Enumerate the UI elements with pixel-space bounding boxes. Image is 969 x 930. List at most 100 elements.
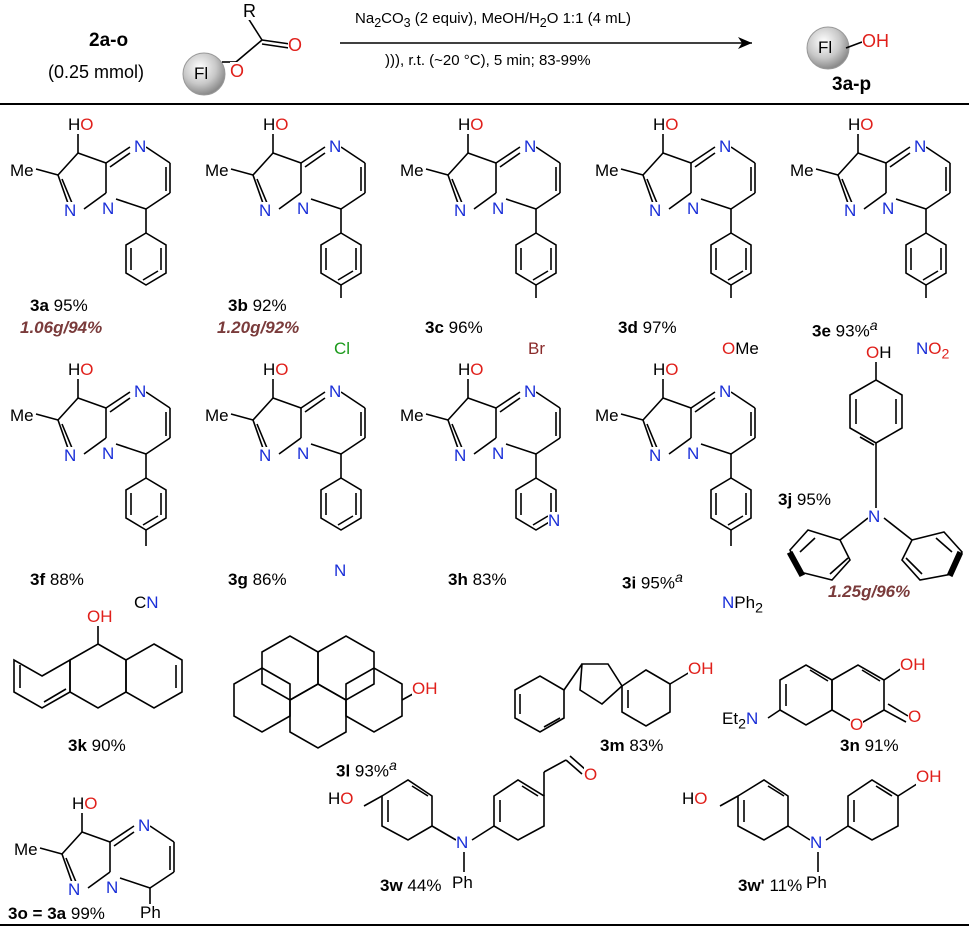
nitrogen-label: N	[329, 137, 342, 156]
hydroxyl-label: HO	[263, 115, 289, 134]
core-3k	[13, 620, 183, 709]
methyl-label: Me	[10, 406, 34, 425]
core-3w	[363, 755, 587, 872]
gram-scale-label: 1.25g/96%	[828, 582, 911, 601]
gram-scale-label: 1.06g/94%	[20, 318, 103, 337]
hydroxyl-label: OH	[866, 343, 892, 362]
conditions-line-1: Na2CO3 (2 equiv), MeOH/H2O 1:1 (4 mL)	[355, 10, 631, 30]
core-3c	[425, 126, 561, 298]
nitrogen-label: N	[456, 833, 469, 852]
core-3f	[35, 371, 171, 546]
nitrogen-label: N	[64, 201, 77, 220]
yield-label: 3e 93%a	[812, 318, 878, 341]
yield-label: 3a 95%	[30, 296, 88, 315]
yield-label: 3i 95%a	[622, 570, 683, 593]
phenyl-label: Ph	[140, 903, 161, 922]
carbonyl-oxygen-label: O	[908, 707, 922, 726]
reactant-amount: (0.25 mmol)	[48, 62, 145, 82]
product-code: 3a-p	[832, 74, 872, 95]
nitrogen-label: N	[844, 201, 857, 220]
core-3n	[767, 664, 909, 726]
hydroxyl-label: HO	[653, 360, 679, 379]
methyl-label: Me	[205, 406, 229, 425]
nitrogen-label: N	[868, 507, 881, 526]
methyl-label: Me	[10, 161, 34, 180]
diethylamino-label: Et2N	[722, 709, 759, 734]
bromine-label: Br	[528, 339, 545, 358]
yield-label: 3m 83%	[600, 736, 664, 755]
ester-carbonyl-oxygen: O	[288, 35, 303, 55]
nitrogen-label: N	[64, 446, 77, 465]
core-3d	[620, 126, 756, 298]
hydroxyl-label: OH	[916, 767, 942, 786]
nitrogen-label: N	[524, 382, 537, 401]
nitrogen-label: N	[687, 444, 700, 463]
fl-sphere-product	[806, 26, 850, 70]
hydroxyl-label: HO	[848, 115, 874, 134]
core-3m	[514, 663, 691, 733]
nitrogen-label: N	[68, 880, 81, 899]
methyl-label: Me	[595, 406, 619, 425]
ring-oxygen-label: O	[850, 715, 864, 734]
pyridine-nitrogen-label: N	[548, 511, 561, 530]
hydroxyl-label: OH	[412, 679, 438, 698]
hydroxyl-label: HO	[458, 115, 484, 134]
yield-label: 3k 90%	[68, 736, 126, 755]
nitrogen-label: N	[102, 199, 115, 218]
hydroxyl-label: HO	[682, 789, 708, 808]
nitrogen-label: N	[719, 137, 732, 156]
hydroxyl-label: HO	[328, 789, 354, 808]
yield-label: 3j 95%	[778, 490, 831, 509]
methoxy-label: OMe	[722, 339, 759, 358]
nitrogen-label: N	[687, 199, 700, 218]
hydroxyl-label: HO	[72, 794, 98, 813]
nitrogen-label: N	[134, 137, 147, 156]
hydroxyl-label: HO	[263, 360, 289, 379]
core-3l	[233, 635, 421, 749]
nitrogen-label: N	[329, 382, 342, 401]
nitrogen-label: N	[649, 446, 662, 465]
hydroxyl-label: HO	[68, 115, 94, 134]
core-3e	[815, 126, 951, 298]
yield-label: 3b 92%	[228, 296, 287, 315]
nitrogen-label: N	[810, 833, 823, 852]
nitrogen-label: N	[454, 201, 467, 220]
nitrogen-label: N	[259, 446, 272, 465]
reactant-r-group: R	[243, 1, 256, 21]
yield-label: 3h 83%	[448, 570, 507, 589]
nitrogen-label: N	[259, 201, 272, 220]
yield-label: 3n 91%	[840, 736, 899, 755]
hydroxyl-label: OH	[87, 607, 113, 626]
methyl-label: Me	[205, 161, 229, 180]
hydroxyl-label: HO	[458, 360, 484, 379]
conditions-line-2: ))), r.t. (~20 °C), 5 min; 83-99%	[385, 52, 591, 69]
fl-label-reactant: Fl	[194, 64, 209, 83]
methyl-label: Me	[400, 161, 424, 180]
methyl-label: Me	[400, 406, 424, 425]
cyano-label: CN	[134, 593, 159, 612]
nitrogen-label: N	[882, 199, 895, 218]
nitrogen-label: N	[914, 137, 927, 156]
nitrogen-label: N	[649, 201, 662, 220]
nitrogen-label: N	[492, 444, 505, 463]
fl-label-product: Fl	[818, 38, 833, 57]
nitrogen-label: N	[719, 382, 732, 401]
yield-label: 3w 44%	[380, 876, 442, 895]
nitrogen-label: N	[134, 382, 147, 401]
hydroxyl-label: HO	[68, 360, 94, 379]
chlorine-label: Cl	[334, 339, 351, 358]
core-3j	[786, 362, 964, 581]
fl-sphere-reactant	[182, 52, 226, 96]
nitrogen-label: N	[297, 444, 310, 463]
phenyl-label: Ph	[452, 873, 473, 892]
diphenylamino-label: NPh2	[722, 593, 763, 618]
nitrogen-label: N	[297, 199, 310, 218]
ester-bonds	[222, 17, 291, 63]
methyl-label: Me	[14, 840, 38, 859]
reactant-code: 2a-o	[89, 30, 129, 51]
yield-label: 3g 86%	[228, 570, 287, 589]
phenyl-label: Ph	[806, 873, 827, 892]
hydroxyl-label: HO	[653, 115, 679, 134]
yield-label: 3c 96%	[425, 318, 483, 337]
